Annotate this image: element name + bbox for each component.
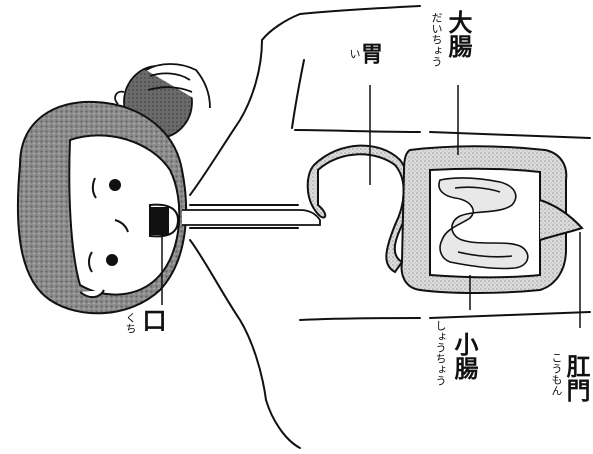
head: [18, 102, 186, 313]
stomach: [308, 146, 410, 272]
esophagus: [182, 210, 320, 225]
mouth-reading: くち: [124, 312, 137, 334]
body-outline: [190, 6, 590, 448]
anus-kanji: 肛門: [564, 354, 588, 402]
large-intestine-reading: だいちょう: [428, 12, 444, 67]
small-intestine-reading: しょうちょう: [432, 320, 448, 386]
stomach-kanji: 胃: [358, 42, 380, 64]
large-intestine-kanji: 大腸: [446, 10, 470, 58]
large-intestine: [402, 146, 582, 293]
small-intestine: [439, 178, 528, 269]
small-intestine-kanji: 小腸: [452, 332, 476, 380]
mouth-kanji: 口: [140, 308, 164, 332]
mouth-label: くち: [122, 312, 138, 334]
